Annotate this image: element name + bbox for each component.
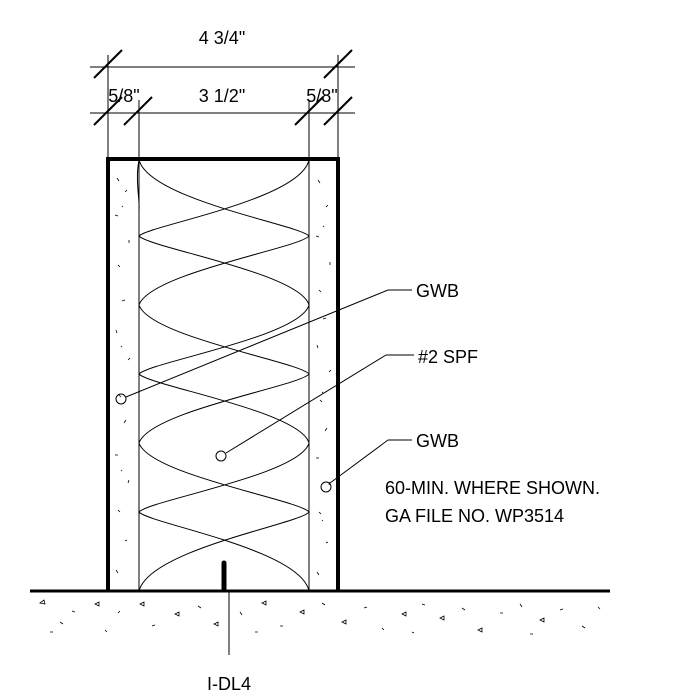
- gwb-right-hatch: [315, 179, 332, 576]
- note-fire-rating: 60-MIN. WHERE SHOWN.: [385, 478, 600, 498]
- callout-stud-label: #2 SPF: [418, 347, 478, 367]
- note-ga-file: GA FILE NO. WP3514: [385, 506, 564, 526]
- anchor-tag-label: I-DL4: [207, 674, 251, 694]
- dimension-breakdown: 5/8" 3 1/2" 5/8": [90, 86, 355, 126]
- anchor-bolt: [221, 560, 230, 655]
- callout-gwb-left: [115, 289, 412, 405]
- dimension-stud-label: 3 1/2": [199, 86, 245, 106]
- floor-slab: [30, 589, 610, 635]
- extension-lines: [107, 55, 339, 157]
- dimension-right-gwb-label: 5/8": [306, 86, 337, 106]
- dimension-overall: 4 3/4": [90, 28, 355, 79]
- gwb-left-hatch: [114, 177, 131, 574]
- callout-gwb-right-label: GWB: [416, 431, 459, 451]
- insulation-batt: [136, 159, 310, 592]
- dimension-left-gwb-label: 5/8": [108, 86, 139, 106]
- wall-section: [106, 157, 340, 592]
- dimension-overall-label: 4 3/4": [199, 28, 245, 48]
- callout-stud: [215, 354, 414, 462]
- callout-gwb-left-label: GWB: [416, 281, 459, 301]
- callout-gwb-right: [320, 439, 412, 493]
